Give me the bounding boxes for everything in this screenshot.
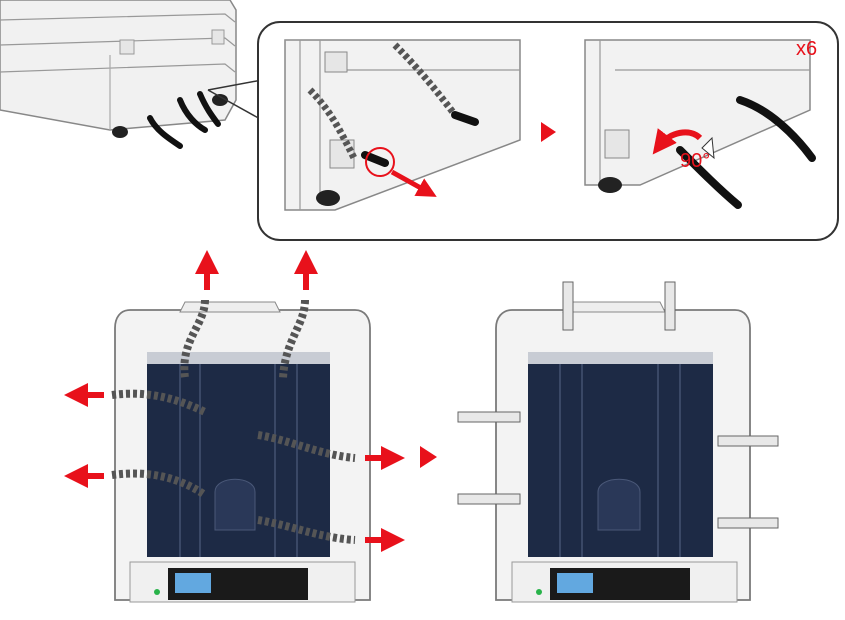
printer-top-view-after [458, 282, 778, 602]
printer-stack-corner [0, 0, 236, 146]
play-triangle-icon [420, 446, 437, 468]
rotation-angle-label: 90° [680, 150, 710, 173]
repeat-count-label: x6 [796, 38, 817, 61]
printer-top-view-before [112, 300, 370, 602]
